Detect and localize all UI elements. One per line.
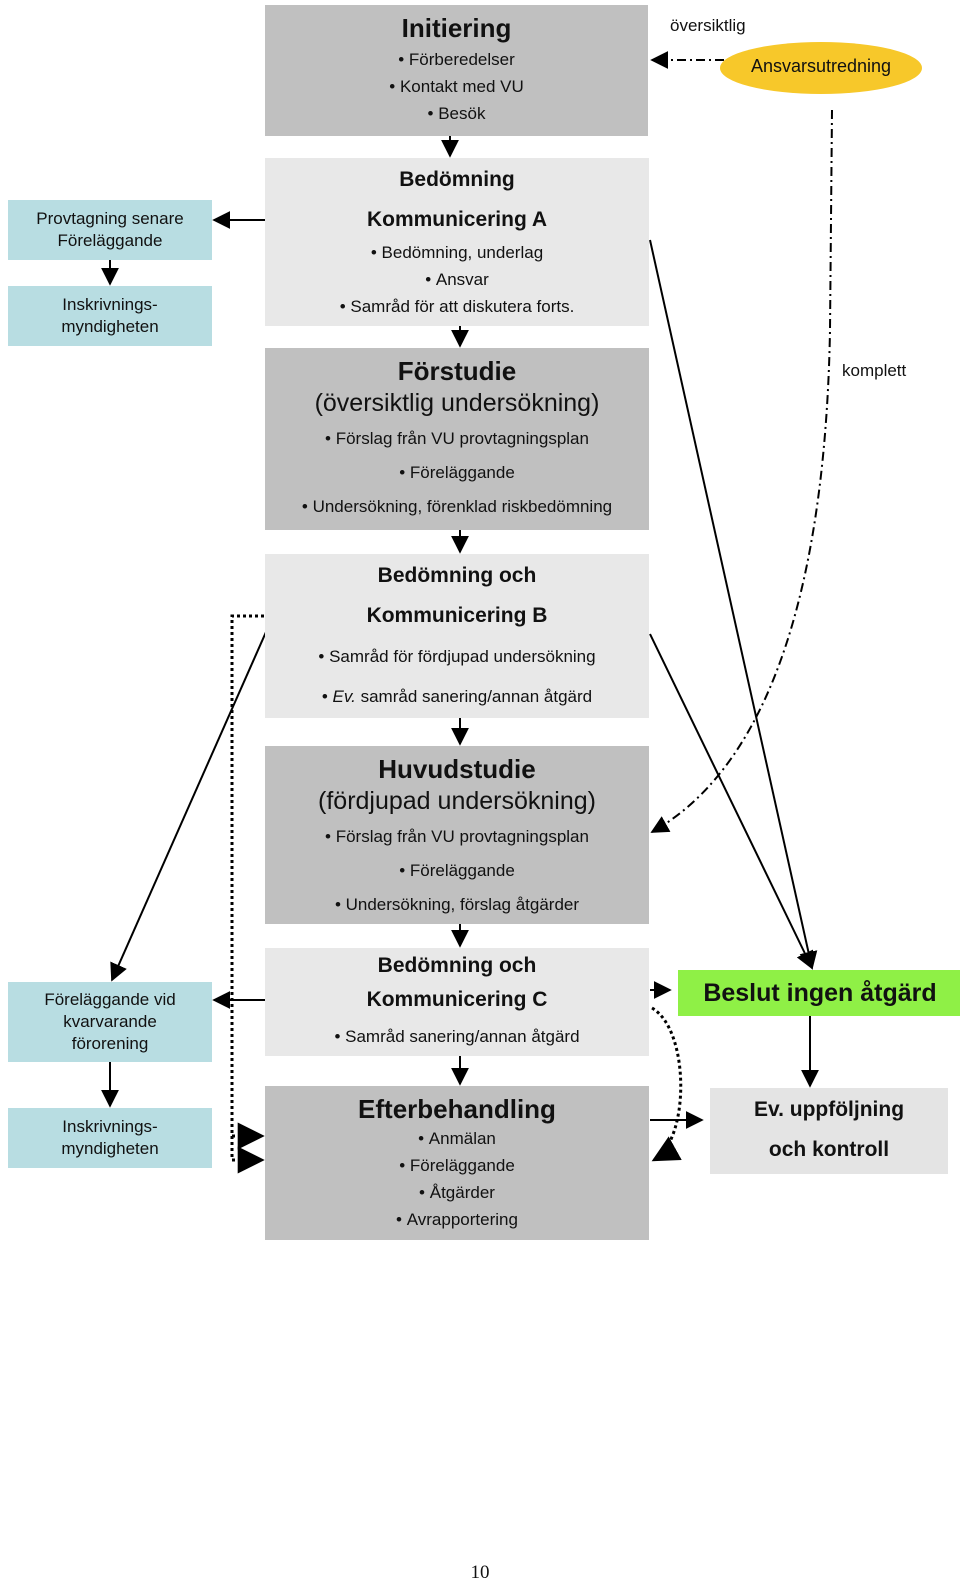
bedomning-c-subtitle: Kommunicering C bbox=[366, 988, 548, 1011]
oversiktlig-label: översiktlig bbox=[670, 16, 746, 35]
bedomning-a-item: Ansvar bbox=[265, 269, 649, 291]
huvudstudie-item: Föreläggande bbox=[265, 860, 649, 882]
forelaggande-vid-line: kvarvarande bbox=[63, 1012, 157, 1031]
bedomning-c-title: Bedömning och bbox=[377, 954, 537, 977]
bedomning-b-title: Bedömning och bbox=[377, 564, 537, 587]
bedomning-b-item-2-rest: samråd sanering/annan åtgärd bbox=[355, 687, 593, 706]
initiering-box: Initiering Förberedelser Kontakt med VU … bbox=[265, 5, 648, 136]
ansvarsutredning-ellipse bbox=[720, 42, 922, 94]
arrow-a-to-beslut bbox=[649, 239, 818, 970]
inskrivning-line: Inskrivnings- bbox=[62, 295, 158, 314]
efterbehandling-item: Åtgärder bbox=[265, 1182, 649, 1204]
efterbehandling-item: Avrapportering bbox=[265, 1209, 649, 1231]
bedomning-b-subtitle: Kommunicering B bbox=[366, 604, 548, 627]
bedomning-b-item-2-em: Ev. bbox=[332, 687, 356, 706]
provtagning-box: Provtagning senare Föreläggande bbox=[8, 200, 212, 260]
bedomning-c-item: Samråd sanering/annan åtgärd bbox=[265, 1026, 649, 1048]
uppfoljning-box: Ev. uppföljning och kontroll bbox=[710, 1088, 948, 1174]
provtagning-line: Föreläggande bbox=[57, 231, 163, 250]
inskrivning-box-2: Inskrivnings- myndigheten bbox=[8, 1108, 212, 1168]
efterbehandling-title: Efterbehandling bbox=[358, 1094, 556, 1124]
forelaggande-vid-box: Föreläggande vid kvarvarande förorening bbox=[8, 982, 212, 1062]
inskrivning-box-1: Inskrivnings- myndigheten bbox=[8, 286, 212, 346]
bedomning-b-item: Samråd för fördjupad undersökning bbox=[265, 646, 649, 668]
huvudstudie-item: Förslag från VU provtagningsplan bbox=[265, 826, 649, 848]
forstudie-item: Föreläggande bbox=[265, 462, 649, 484]
efterbehandling-box: Efterbehandling Anmälan Föreläggande Åtg… bbox=[265, 1086, 649, 1240]
bedomning-a-title: Bedömning bbox=[399, 168, 515, 191]
huvudstudie-box: Huvudstudie (fördjupad undersökning) För… bbox=[265, 746, 649, 924]
komplett-label: komplett bbox=[842, 361, 907, 380]
initiering-item: Förberedelser bbox=[265, 49, 648, 71]
forstudie-item: Undersökning, förenklad riskbedömning bbox=[265, 496, 649, 518]
bedomning-b-box: Bedömning och Kommunicering B Samråd för… bbox=[265, 554, 649, 718]
efterbehandling-item: Föreläggande bbox=[265, 1155, 649, 1177]
ansvarsutredning-label: Ansvarsutredning bbox=[750, 56, 892, 76]
bedomning-a-subtitle: Kommunicering A bbox=[366, 208, 548, 231]
bedomning-a-box: Bedömning Kommunicering A Bedömning, und… bbox=[265, 158, 649, 326]
huvudstudie-subtitle: (fördjupad undersökning) bbox=[318, 787, 596, 815]
bedomning-a-item: Bedömning, underlag bbox=[265, 242, 649, 264]
page-number: 10 bbox=[470, 1562, 490, 1583]
beslut-ingen-atgard-box: Beslut ingen åtgärd bbox=[678, 970, 960, 1016]
uppfoljning-line: Ev. uppföljning bbox=[753, 1098, 905, 1121]
forstudie-item: Förslag från VU provtagningsplan bbox=[265, 428, 649, 450]
forstudie-subtitle: (översiktlig undersökning) bbox=[314, 389, 600, 417]
arrow-ansvarsutredning-to-huvudstudie bbox=[650, 109, 833, 833]
forstudie-title: Förstudie bbox=[397, 356, 517, 386]
forelaggande-vid-line: Föreläggande vid bbox=[44, 990, 176, 1009]
bedomning-b-item-2: Ev. samråd sanering/annan åtgärd bbox=[265, 686, 649, 708]
beslut-ingen-atgard-label: Beslut ingen åtgärd bbox=[703, 979, 937, 1007]
inskrivning-line: myndigheten bbox=[61, 317, 159, 336]
inskrivning-line: myndigheten bbox=[61, 1139, 159, 1158]
bedomning-c-box: Bedömning och Kommunicering C Samråd san… bbox=[265, 948, 649, 1056]
huvudstudie-item: Undersökning, förslag åtgärder bbox=[265, 894, 649, 916]
arrow-b-to-beslut bbox=[649, 633, 814, 970]
huvudstudie-title: Huvudstudie bbox=[378, 754, 536, 784]
initiering-title: Initiering bbox=[401, 13, 512, 43]
provtagning-line: Provtagning senare bbox=[36, 209, 184, 228]
forstudie-box: Förstudie (översiktlig undersökning) För… bbox=[265, 348, 649, 530]
inskrivning-line: Inskrivnings- bbox=[62, 1117, 158, 1136]
bedomning-a-item: Samråd för att diskutera forts. bbox=[265, 296, 649, 318]
initiering-item: Kontakt med VU bbox=[265, 76, 648, 98]
arrow-b-to-forelaggande-vid bbox=[110, 631, 267, 982]
forelaggande-vid-line: förorening bbox=[71, 1034, 149, 1053]
efterbehandling-item: Anmälan bbox=[265, 1128, 649, 1150]
dotted-c-loop-to-efterbehandling bbox=[651, 1006, 683, 1162]
initiering-item: Besök bbox=[265, 103, 648, 125]
dotted-b-to-inskrivning bbox=[230, 614, 265, 1174]
uppfoljning-line: och kontroll bbox=[768, 1138, 890, 1161]
